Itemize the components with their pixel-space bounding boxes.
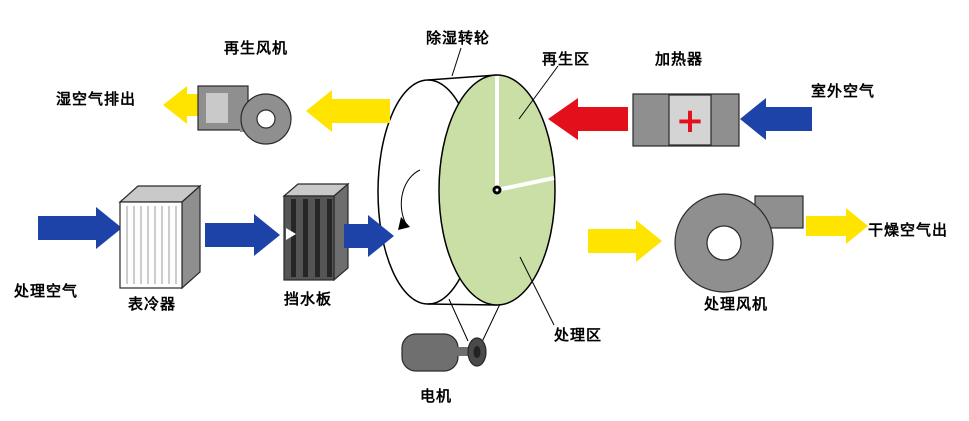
wheel-callout-line bbox=[451, 47, 462, 77]
baffle-flow-marker-icon bbox=[286, 228, 296, 240]
label-outdoor-air: 室外空气 bbox=[810, 82, 876, 100]
label-process-fan: 处理风机 bbox=[703, 295, 769, 313]
label-surface-cooler: 表冷器 bbox=[127, 295, 177, 313]
label-humid-air-out: 湿空气排出 bbox=[55, 90, 137, 108]
label-water-baffle: 挡水板 bbox=[283, 290, 333, 308]
wheel-to-process-fan-arrow bbox=[588, 220, 662, 262]
baffle-to-wheel-arrow bbox=[344, 215, 394, 257]
regen-zone-callout-line bbox=[518, 65, 559, 120]
process-air-inlet-arrow bbox=[38, 207, 122, 249]
process-zone-callout-line bbox=[519, 256, 555, 326]
label-process-air: 处理空气 bbox=[13, 282, 79, 300]
desiccant-wheel-shape bbox=[377, 74, 556, 306]
heater-plus-icon: + bbox=[676, 101, 705, 141]
rotation-arrow-icon bbox=[400, 169, 421, 225]
rotation-arrowhead-icon bbox=[398, 217, 410, 230]
label-regen-zone: 再生区 bbox=[541, 50, 591, 68]
label-dry-air-out: 干燥空气出 bbox=[867, 221, 949, 239]
process-fan-shape bbox=[674, 193, 804, 293]
surface-cooler-shape bbox=[118, 184, 202, 290]
heater-shape: + bbox=[632, 93, 740, 147]
label-regen-fan: 再生风机 bbox=[223, 39, 289, 57]
outdoor-air-arrow bbox=[740, 98, 812, 140]
motor-shape bbox=[401, 298, 501, 372]
heater-to-wheel-arrow bbox=[548, 98, 628, 140]
cooler-coil-hatch-icon bbox=[126, 206, 177, 284]
wheel-to-regen-fan-arrow bbox=[306, 90, 390, 132]
regen-fan-shape bbox=[197, 85, 292, 145]
label-heater: 加热器 bbox=[654, 50, 704, 68]
label-motor: 电机 bbox=[419, 387, 453, 405]
cooler-to-baffle-arrow bbox=[205, 214, 280, 256]
water-baffle-shape bbox=[282, 182, 350, 282]
dry-air-out-arrow bbox=[806, 208, 868, 244]
label-wheel: 除湿转轮 bbox=[425, 29, 491, 47]
label-process-zone: 处理区 bbox=[553, 326, 603, 344]
